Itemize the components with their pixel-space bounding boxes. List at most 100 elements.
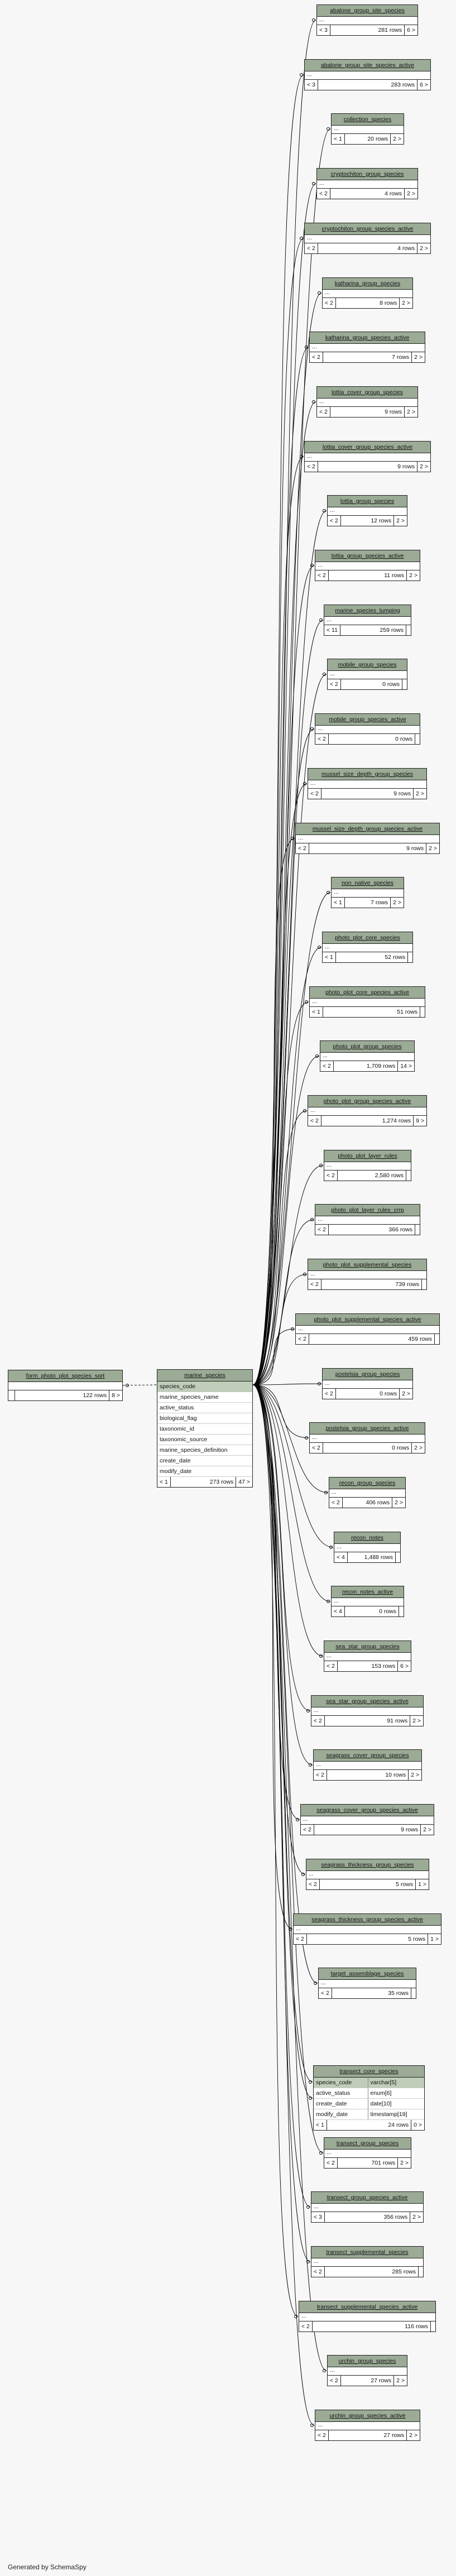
table-name[interactable]: cryptochiton_group_species <box>317 169 417 180</box>
table-name[interactable]: photo_plot_group_species_active <box>308 1096 426 1107</box>
table-name[interactable]: katharina_group_species <box>323 278 412 290</box>
relationship-edge <box>252 1219 315 1385</box>
table-name[interactable]: seagrass_cover_group_species_active <box>301 1805 434 1816</box>
table-name[interactable]: lottia_group_species <box>328 496 407 507</box>
table-mussel-size-depth-group-species-active[interactable]: mussel_size_depth_group_species_active..… <box>295 823 440 854</box>
table-name[interactable]: photo_plot_group_species <box>320 1041 414 1053</box>
table-name[interactable]: lottia_group_species_active <box>315 550 420 562</box>
table-name[interactable]: photo_plot_core_species_active <box>310 987 425 999</box>
table-name[interactable]: katharina_group_species_active <box>310 332 425 344</box>
table-name[interactable]: recon_notes_active <box>332 1586 404 1598</box>
table-name[interactable]: transect_supplemental_species <box>311 2247 423 2258</box>
table-name[interactable]: postelsia_group_species_active <box>310 1423 425 1435</box>
table-seagrass-thickness-group-species-active[interactable]: seagrass_thickness_group_species_active.… <box>293 1913 441 1945</box>
table-name[interactable]: mussel_size_depth_group_species <box>308 769 426 780</box>
table-name[interactable]: non_native_species <box>332 877 404 889</box>
table-name[interactable]: mussel_size_depth_group_species_active <box>296 823 439 835</box>
table-name[interactable]: cryptochiton_group_species_active <box>305 223 430 235</box>
table-name[interactable]: seagrass_thickness_group_species <box>306 1859 429 1871</box>
table-name[interactable]: target_assemblage_species <box>319 1968 416 1980</box>
table-name[interactable]: mobile_group_species_active <box>315 714 420 726</box>
table-name[interactable]: seagrass_cover_group_species <box>314 1750 421 1762</box>
column-species-code: species_code <box>157 1381 252 1392</box>
table-name[interactable]: transect_group_species <box>324 2138 411 2150</box>
table-name[interactable]: urchin_group_species_active <box>315 2410 420 2422</box>
table-transect-supplemental-species-active[interactable]: transect_supplemental_species_active...<… <box>299 2301 436 2332</box>
table-name[interactable]: photo_plot_layer_rules_crrp <box>315 1205 420 1216</box>
table-name[interactable]: photo_plot_supplemental_species_active <box>296 1314 439 1326</box>
children-count: 2 > <box>414 354 423 361</box>
row-count: 9 rows <box>321 789 414 799</box>
table-name[interactable]: lottia_cover_group_species_active <box>305 442 430 453</box>
table-name[interactable]: collection_species <box>332 114 404 126</box>
table-name[interactable]: lottia_cover_group_species <box>317 387 417 399</box>
table-name[interactable]: photo_plot_layer_rules <box>324 1150 411 1162</box>
table-name[interactable]: marine_species_lumping <box>324 605 411 617</box>
table-name[interactable]: postelsia_group_species <box>323 1369 412 1380</box>
table-name[interactable]: marine_species <box>157 1370 252 1381</box>
table-name[interactable]: abalone_group_site_species_active <box>305 60 430 71</box>
table-photo-plot-supplemental-species-active[interactable]: photo_plot_supplemental_species_active..… <box>295 1313 440 1345</box>
table-name[interactable]: photo_plot_core_species <box>323 932 412 944</box>
table-name[interactable]: mobile_group_species <box>328 659 407 671</box>
table-name[interactable]: sea_star_group_species_active <box>311 1696 423 1707</box>
table-name[interactable]: urchin_group_species <box>328 2356 407 2367</box>
table-seagrass-cover-group-species-active[interactable]: seagrass_cover_group_species_active...< … <box>300 1804 434 1835</box>
table-footer: 122 rows 8 > <box>8 1390 122 1400</box>
table-name[interactable]: transect_group_species_active <box>311 2192 423 2204</box>
table-name[interactable]: abalone_group_site_species <box>317 5 417 17</box>
table-name[interactable]: transect_core_species <box>314 2066 424 2078</box>
table-name[interactable]: sea_star_group_species <box>324 1641 411 1653</box>
table-name[interactable]: recon_notes <box>334 1532 400 1544</box>
table-name[interactable]: form_photo_plot_species_sort <box>8 1370 122 1382</box>
row-count: 10 rows <box>327 1770 409 1780</box>
table-name[interactable]: transect_supplemental_species_active <box>299 2301 435 2313</box>
table-name[interactable]: recon_group_species <box>329 1478 405 1489</box>
table-name[interactable]: photo_plot_supplemental_species <box>308 1259 426 1271</box>
table-form-photo-plot-species-sort[interactable]: form_photo_plot_species_sort 122 rows 8 … <box>8 1370 123 1401</box>
table-name[interactable]: seagrass_thickness_group_species_active <box>294 1914 441 1926</box>
parents-count: < 2 <box>308 1116 321 1126</box>
